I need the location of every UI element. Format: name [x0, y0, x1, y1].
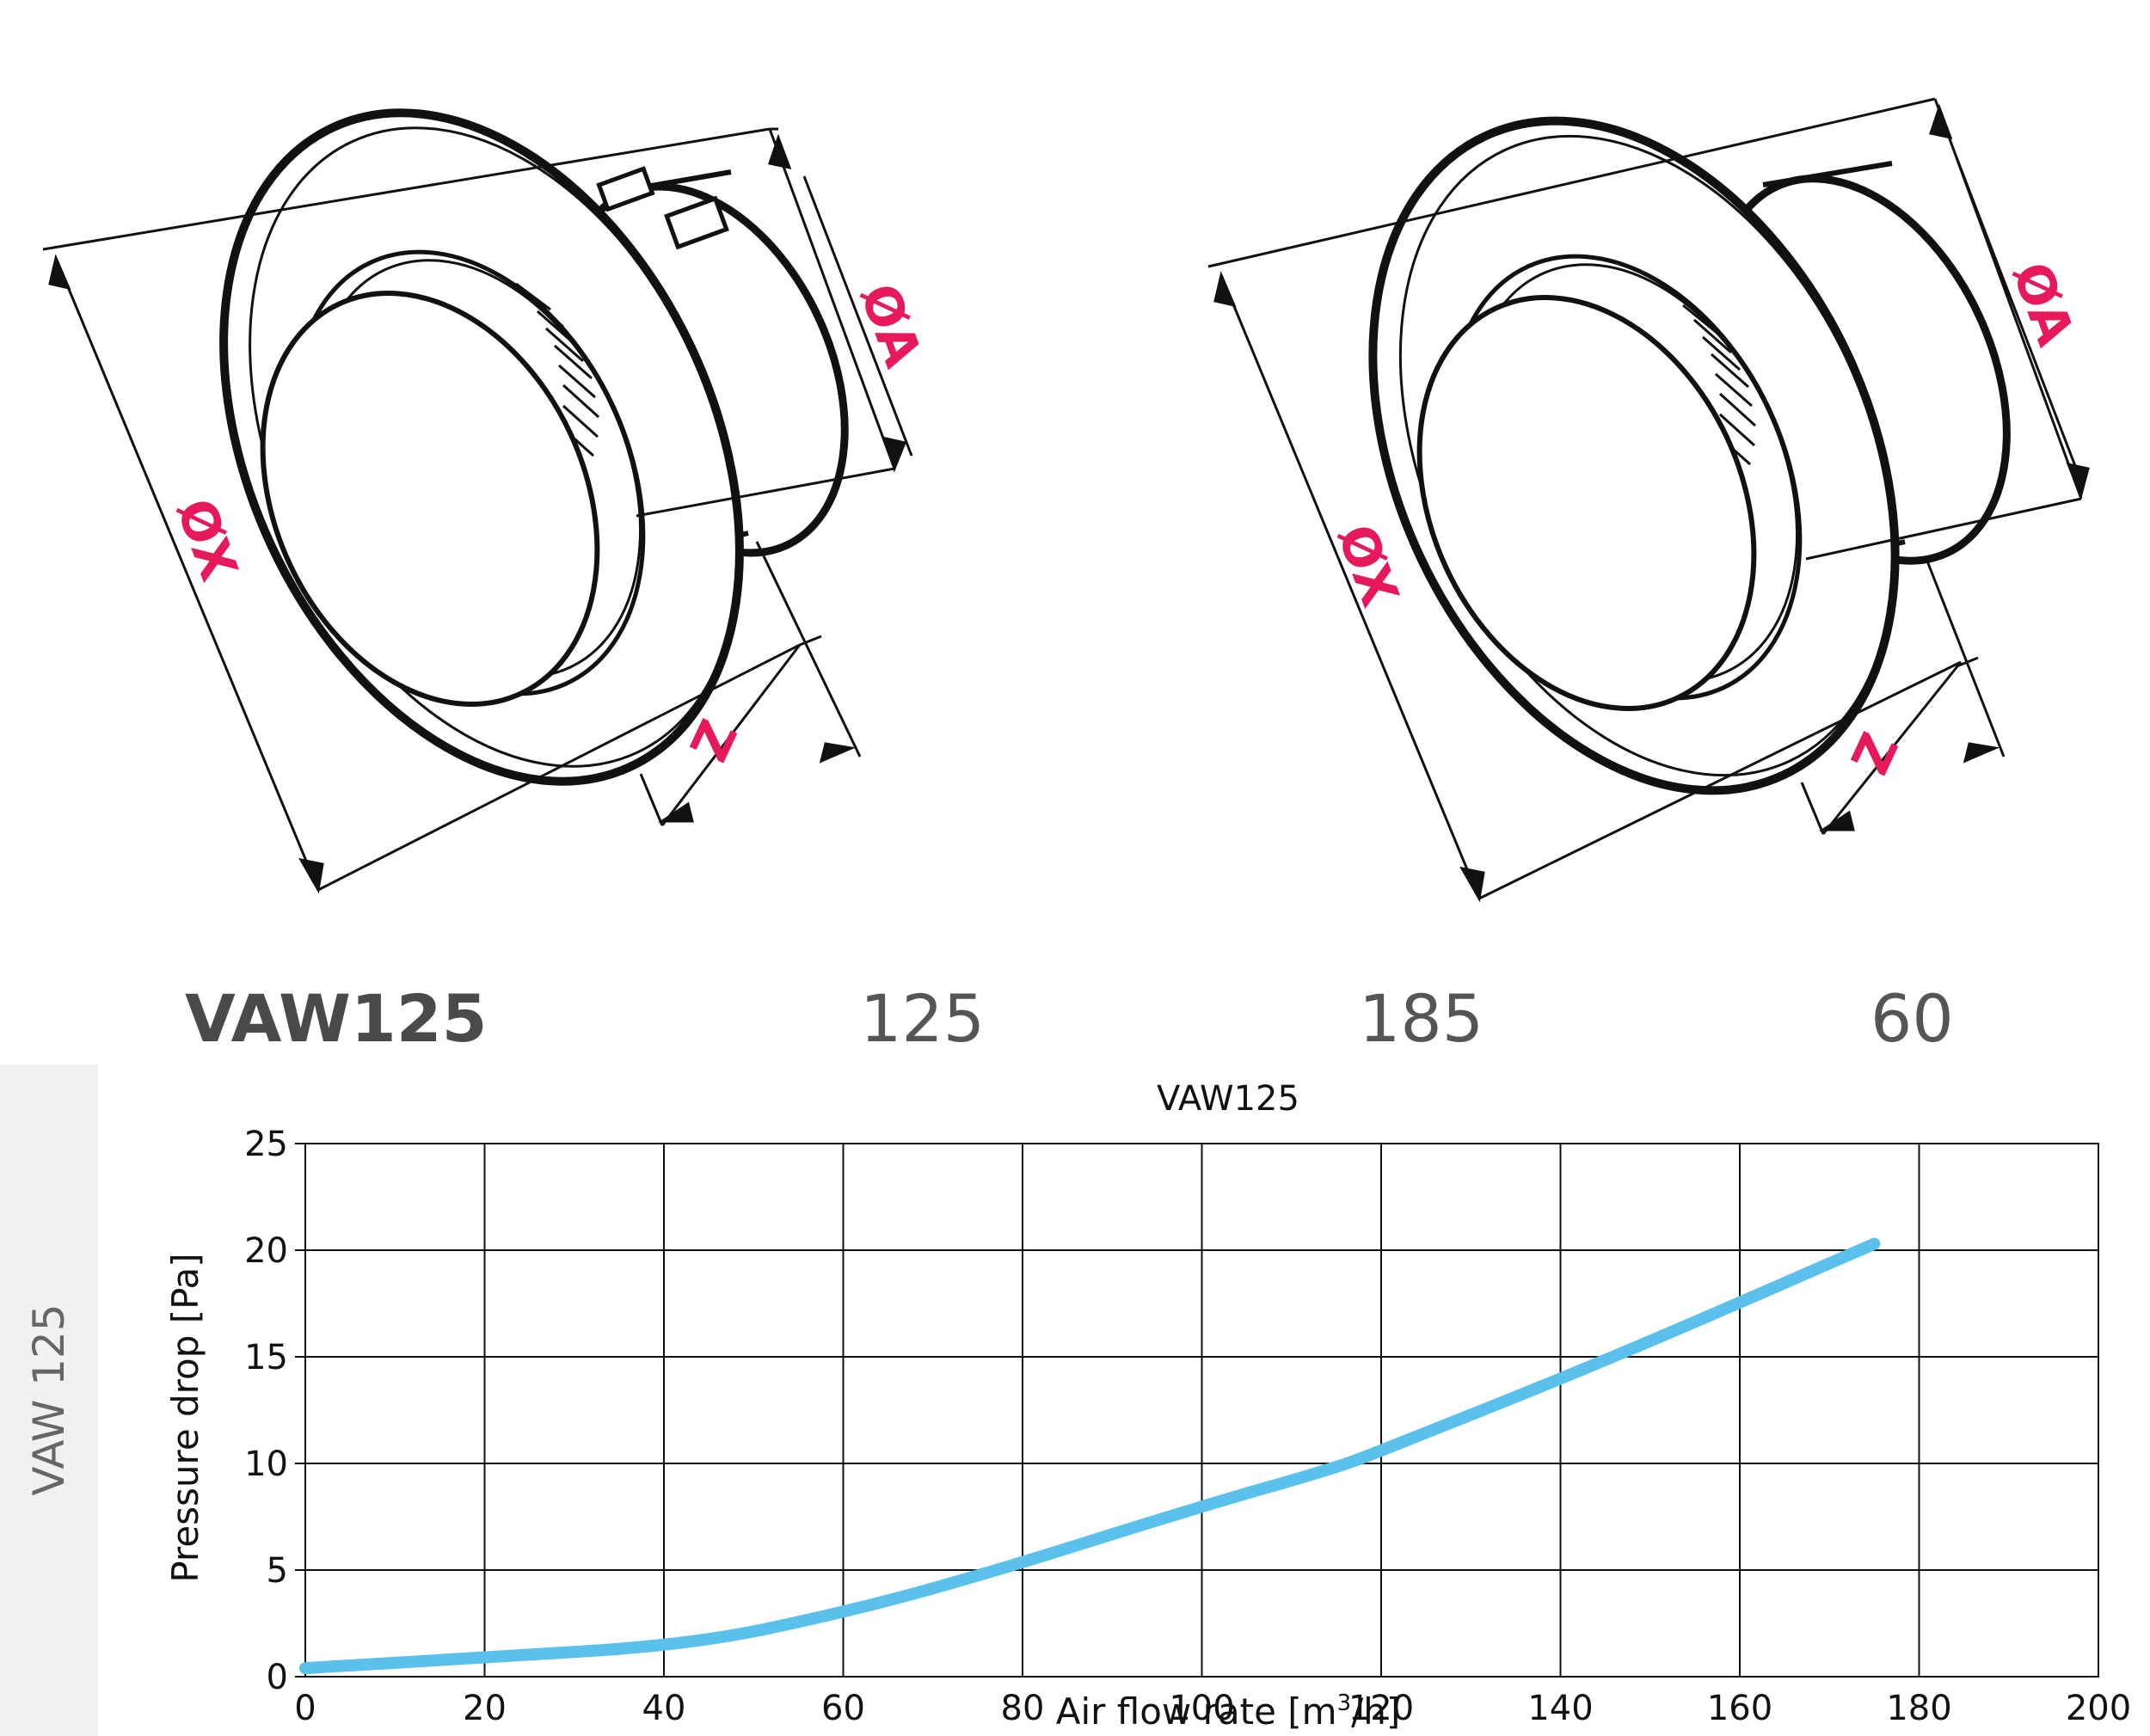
model-name: VAW125 [185, 980, 488, 1057]
x-tick-label: 100 [1169, 1689, 1234, 1728]
y-axis-ticks: 0 5 10 15 20 25 [244, 1125, 288, 1697]
x-axis-label-main: Air flow rate [m [1056, 1690, 1337, 1733]
y-tick-label: 0 [267, 1658, 288, 1697]
y-tick-label: 5 [267, 1551, 288, 1591]
series-line [299, 1237, 1881, 1675]
x-tick-label: 180 [1886, 1689, 1951, 1728]
x-tick-label: 160 [1707, 1689, 1772, 1728]
side-tab-label: VAW 125 [24, 1304, 74, 1496]
series-point [483, 1656, 486, 1659]
drawing-left: ØA ØX Z [42, 108, 933, 894]
x-tick-label: 200 [2066, 1689, 2131, 1728]
side-tab: VAW 125 [0, 1064, 98, 1736]
pressure-drop-chart: VAW125 0 5 10 15 20 25 0 20 40 60 80 100 120 140 160 1… [164, 1079, 2131, 1733]
x-axis-label-end: /h] [1351, 1690, 1400, 1733]
spec-row: VAW125 125 185 60 [0, 963, 2150, 1075]
drawing-right: ØA ØX Z [1207, 97, 2090, 903]
series-point [976, 1575, 979, 1578]
series-point [1604, 1359, 1606, 1362]
depth-z-label-right: Z [1840, 724, 1911, 783]
x-tick-label: 140 [1527, 1689, 1593, 1728]
diameter-a-label-right: ØA [2000, 255, 2086, 353]
series-point [690, 1643, 692, 1646]
x-tick-label: 0 [294, 1689, 316, 1728]
series-point [1873, 1242, 1876, 1245]
x-tick-label: 60 [821, 1689, 865, 1728]
series-point [1201, 1505, 1203, 1507]
x-axis-label-sup: 3 [1337, 1690, 1352, 1716]
series-point [1335, 1466, 1337, 1469]
diameter-x-label-right: ØX [1325, 517, 1410, 614]
x-axis-ticks: 0 20 40 60 80 100 120 140 160 180 200 [294, 1689, 2131, 1728]
series-point [304, 1667, 306, 1670]
chart-grid [295, 1143, 2099, 1678]
y-tick-label: 10 [244, 1445, 288, 1484]
x-tick-label: 20 [463, 1689, 507, 1728]
x-tick-label: 120 [1348, 1689, 1414, 1728]
y-tick-label: 20 [244, 1231, 288, 1271]
series-point [1380, 1450, 1382, 1452]
diameter-x-value: 185 [1359, 980, 1484, 1057]
chart-title: VAW125 [1157, 1079, 1299, 1119]
depth-z-value: 60 [1870, 980, 1954, 1057]
product-drawings: ØA ØX Z ØA ØX Z [42, 97, 2090, 903]
series-point [842, 1611, 845, 1614]
diameter-x-label-left: ØX [164, 491, 249, 588]
chart-series [299, 1237, 1881, 1675]
diameter-a-label-left: ØA [848, 276, 933, 375]
x-tick-label: 80 [1001, 1689, 1045, 1728]
x-tick-label: 40 [642, 1689, 686, 1728]
y-tick-label: 15 [244, 1338, 288, 1377]
diameter-a-value: 125 [860, 980, 986, 1057]
y-tick-label: 25 [244, 1125, 288, 1164]
y-axis-label: Pressure drop [Pa] [164, 1253, 206, 1582]
x-axis-label: Air flow rate [m3/h] [1056, 1690, 1401, 1733]
